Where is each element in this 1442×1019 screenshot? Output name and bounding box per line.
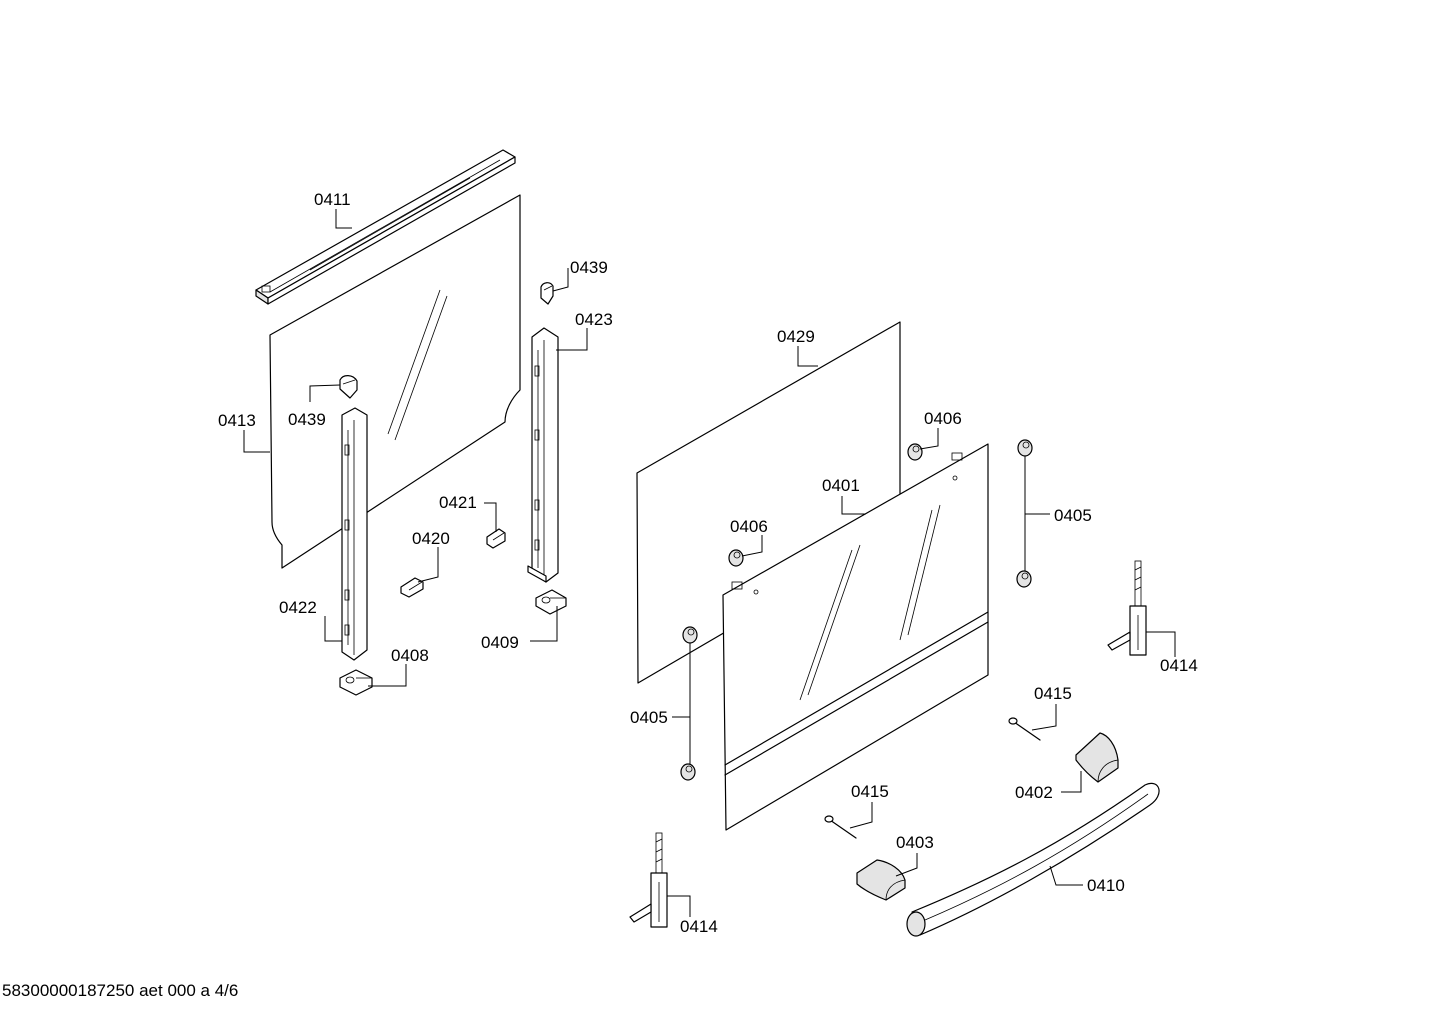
- callout-0414-left: 0414: [680, 917, 718, 936]
- callout-0421: 0421: [439, 493, 477, 512]
- callout-0410: 0410: [1087, 876, 1125, 895]
- callout-0439-lower: 0439: [288, 410, 326, 429]
- part-0405-spacer-d: [680, 763, 696, 781]
- part-0403-end-cap: [856, 859, 906, 901]
- part-0405-spacer-a: [1017, 439, 1033, 457]
- part-0401-door-panel: [722, 443, 989, 831]
- callout-0403: 0403: [896, 833, 934, 852]
- callout-0439-upper: 0439: [570, 258, 608, 277]
- callout-0415-lower: 0415: [851, 782, 889, 801]
- part-0439-clip-lower: [339, 375, 358, 399]
- callout-0402: 0402: [1015, 783, 1053, 802]
- part-0406-grommet-a: [907, 443, 923, 461]
- callout-0423: 0423: [575, 310, 613, 329]
- callout-0415-upper: 0415: [1034, 684, 1072, 703]
- part-0402-end-cap: [1075, 732, 1119, 783]
- part-0406-grommet-b: [728, 549, 744, 567]
- part-0410-handle: [906, 782, 1160, 937]
- part-0423-right-rail: [527, 327, 559, 583]
- document-id-footer: 58300000187250 aet 000 a 4/6: [2, 981, 239, 1000]
- callout-0422: 0422: [279, 598, 317, 617]
- part-0405-spacer-b: [1016, 570, 1032, 588]
- part-0420-bracket: [400, 577, 424, 598]
- callout-0429: 0429: [777, 327, 815, 346]
- part-0414-hinge-right: [1107, 560, 1147, 656]
- leader-lines: [243, 209, 1176, 917]
- callout-0408: 0408: [391, 646, 429, 665]
- callout-0405-right: 0405: [1054, 506, 1092, 525]
- callout-0406-upper: 0406: [924, 409, 962, 428]
- callout-0401: 0401: [822, 476, 860, 495]
- part-0413-glass-panel: [269, 194, 521, 569]
- part-0439-clip-upper: [540, 282, 554, 305]
- callout-0411: 0411: [314, 190, 351, 209]
- part-0415-screw-b: [824, 815, 857, 839]
- part-0411-top-trim: [255, 149, 516, 305]
- part-0405-spacer-c: [682, 626, 698, 644]
- callout-0414-right: 0414: [1160, 656, 1198, 675]
- callout-labels: 0411 0439 0423 0413 0439 0421 0420 0422 …: [218, 190, 1198, 936]
- part-0422-left-rail: [341, 407, 368, 661]
- part-0409-hinge: [535, 589, 567, 615]
- callout-0413: 0413: [218, 411, 256, 430]
- callout-0420: 0420: [412, 529, 450, 548]
- part-0421-bracket: [486, 528, 506, 549]
- callout-0406-lower: 0406: [730, 517, 768, 536]
- callout-0409: 0409: [481, 633, 519, 652]
- callout-0405-left: 0405: [630, 708, 668, 727]
- part-0415-screw-a: [1008, 717, 1041, 741]
- part-0414-hinge-left: [629, 832, 668, 928]
- part-0408-hinge: [339, 669, 373, 696]
